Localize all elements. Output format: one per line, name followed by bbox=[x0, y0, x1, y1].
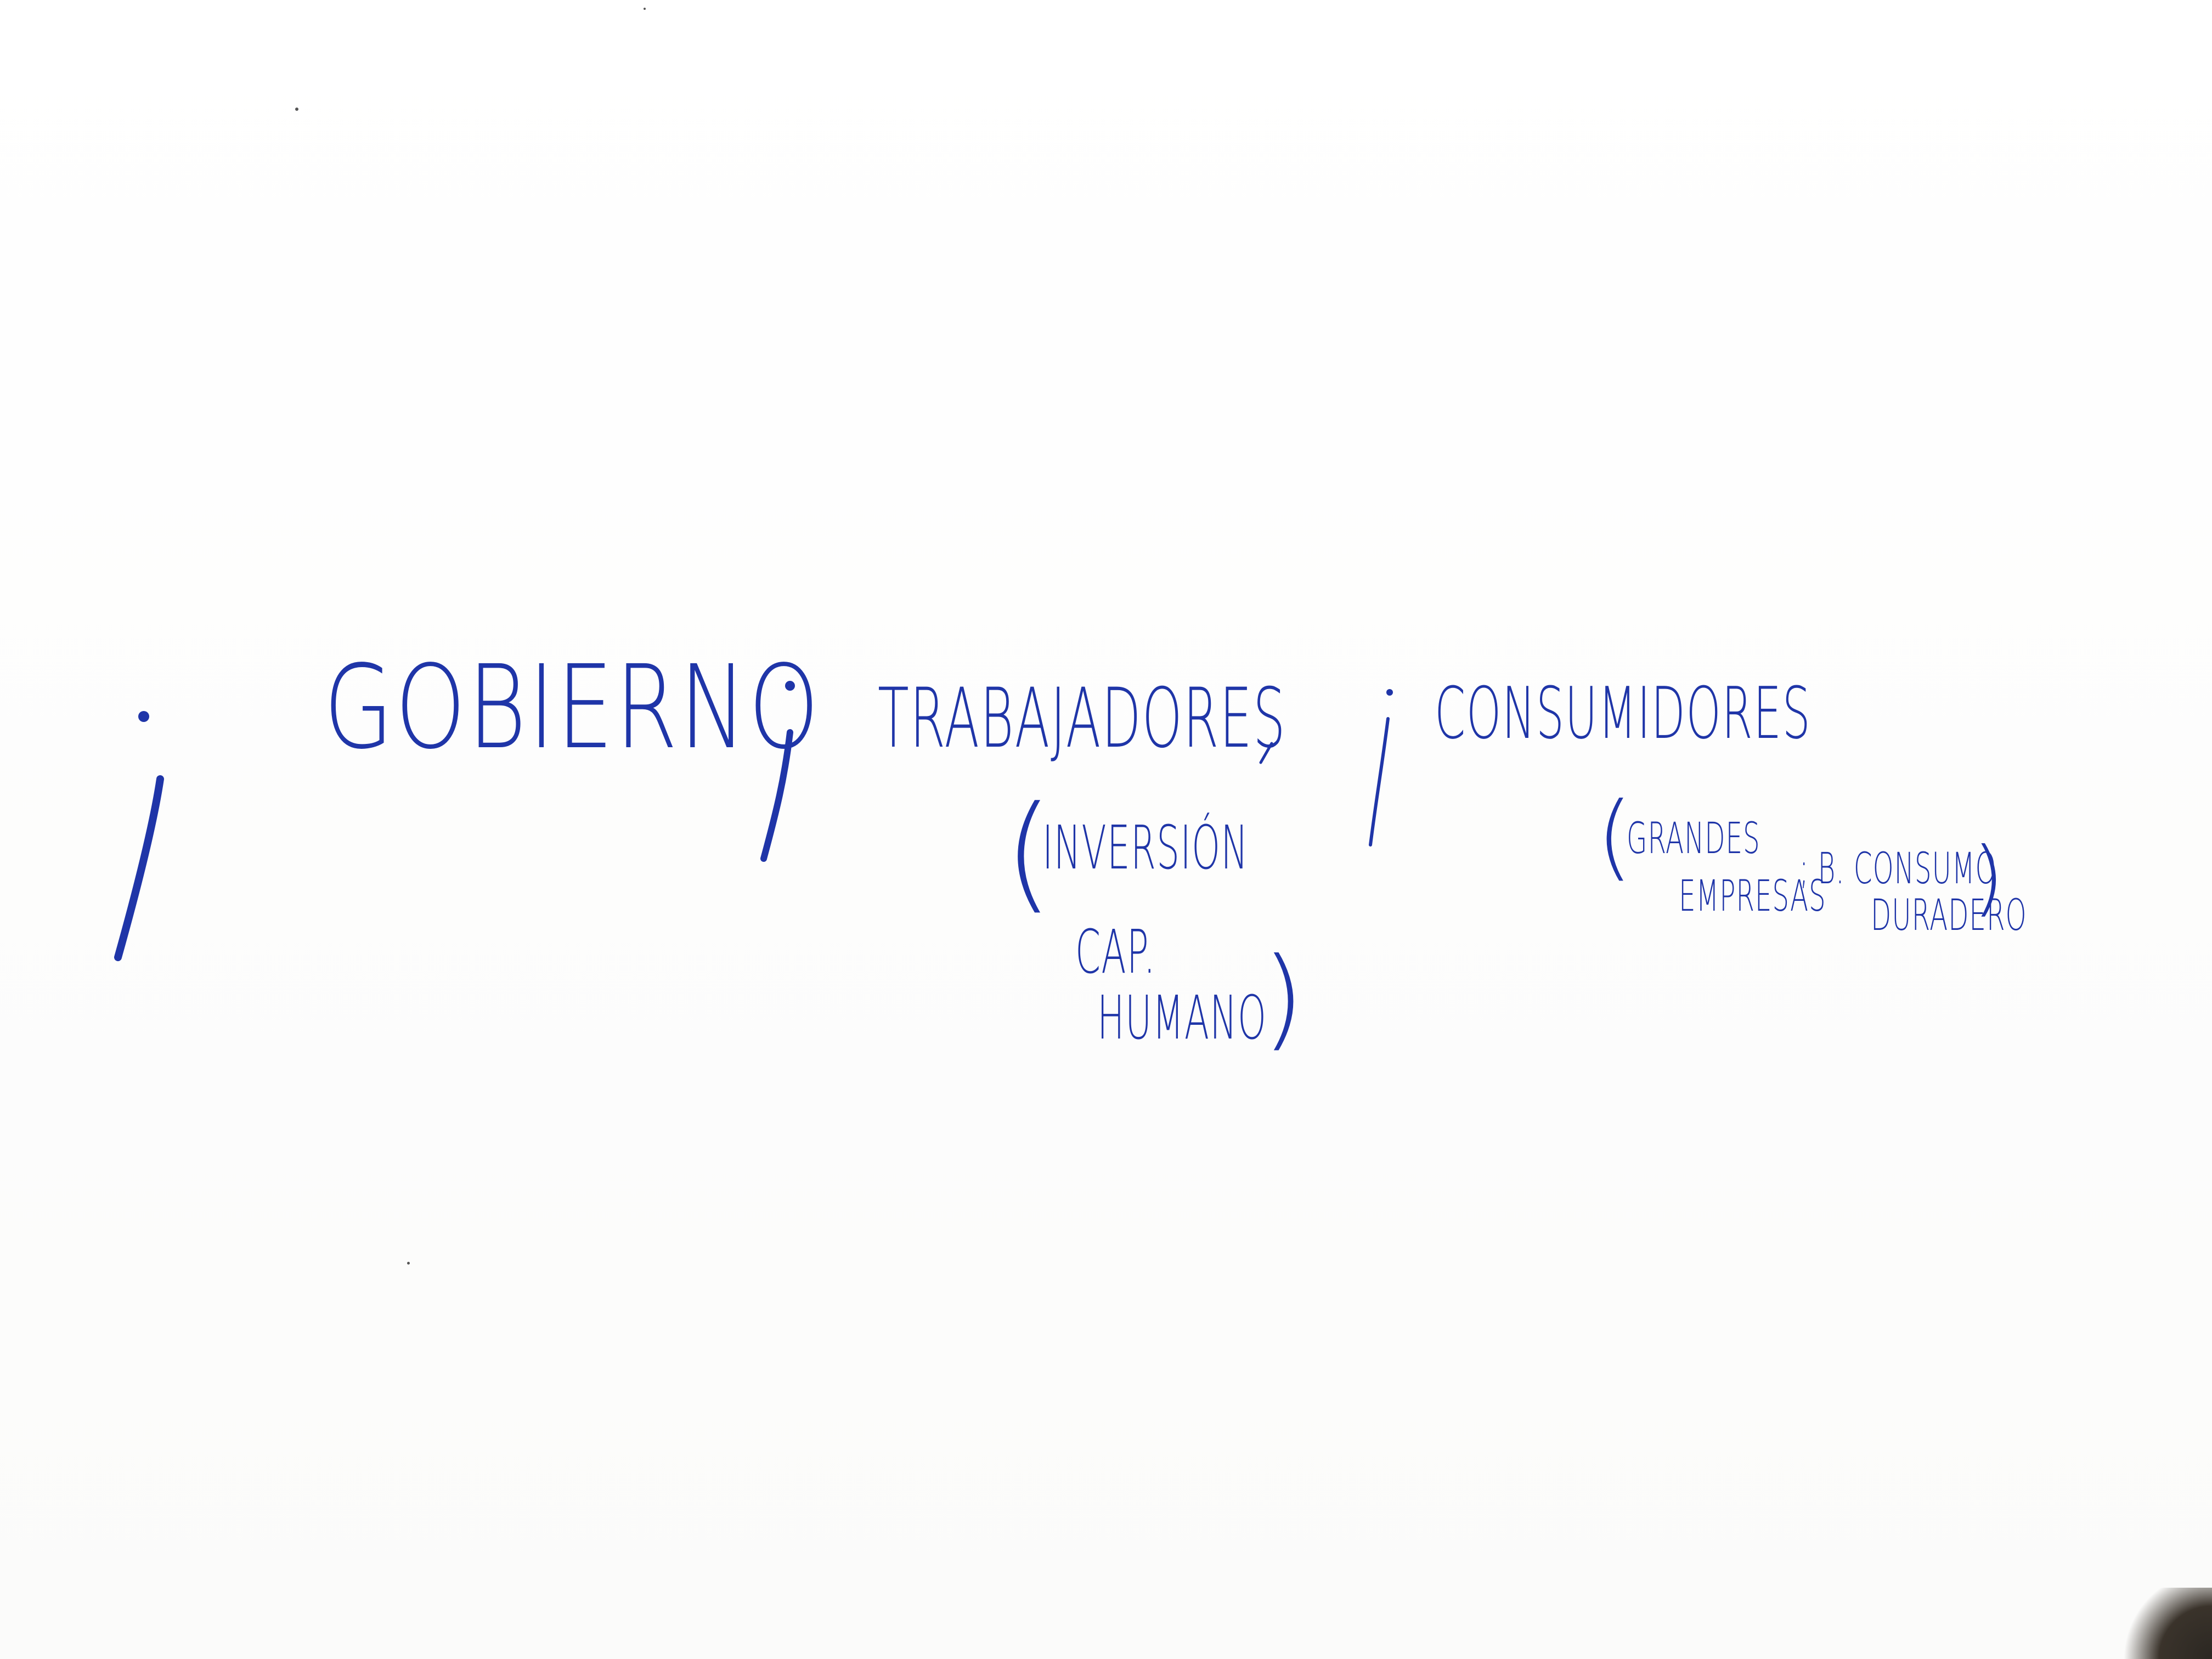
note-consumidores-line1: GRANDES bbox=[1627, 814, 1760, 864]
open-paren-consumidores: ( bbox=[1596, 782, 1633, 891]
divider-stroke-1 bbox=[114, 775, 164, 961]
paper-speck bbox=[407, 1262, 410, 1265]
divider-dot-1 bbox=[138, 711, 149, 722]
note-consumidores-line4: DURADERO bbox=[1871, 891, 2027, 940]
note-trabajadores: TRABAJADORES bbox=[878, 671, 1286, 766]
divider-stroke-3 bbox=[1369, 717, 1390, 847]
note-consumidores: CONSUMIDORES bbox=[1435, 672, 1812, 755]
note-consumidores-line2: EMPRESAS bbox=[1679, 872, 1826, 921]
paper-speck bbox=[644, 8, 646, 10]
corner-object bbox=[2119, 1588, 2212, 1659]
paper-speck bbox=[295, 108, 298, 111]
close-paren-consumidores: ) bbox=[1972, 830, 2005, 926]
note-trabajadores-line2: CAP. bbox=[1075, 917, 1156, 987]
divider-dot-3 bbox=[1386, 689, 1393, 696]
note-trabajadores-line1: INVERSIÓN bbox=[1042, 812, 1249, 883]
close-paren-trabajadores: ) bbox=[1262, 934, 1305, 1062]
open-paren-trabajadores: ( bbox=[1004, 780, 1053, 926]
note-consumidores-line3: ; B. CONSUMO bbox=[1799, 844, 1997, 894]
note-trabajadores-line3: HUMANO bbox=[1097, 983, 1267, 1053]
note-gobierno: GOBIERNO bbox=[324, 640, 821, 775]
